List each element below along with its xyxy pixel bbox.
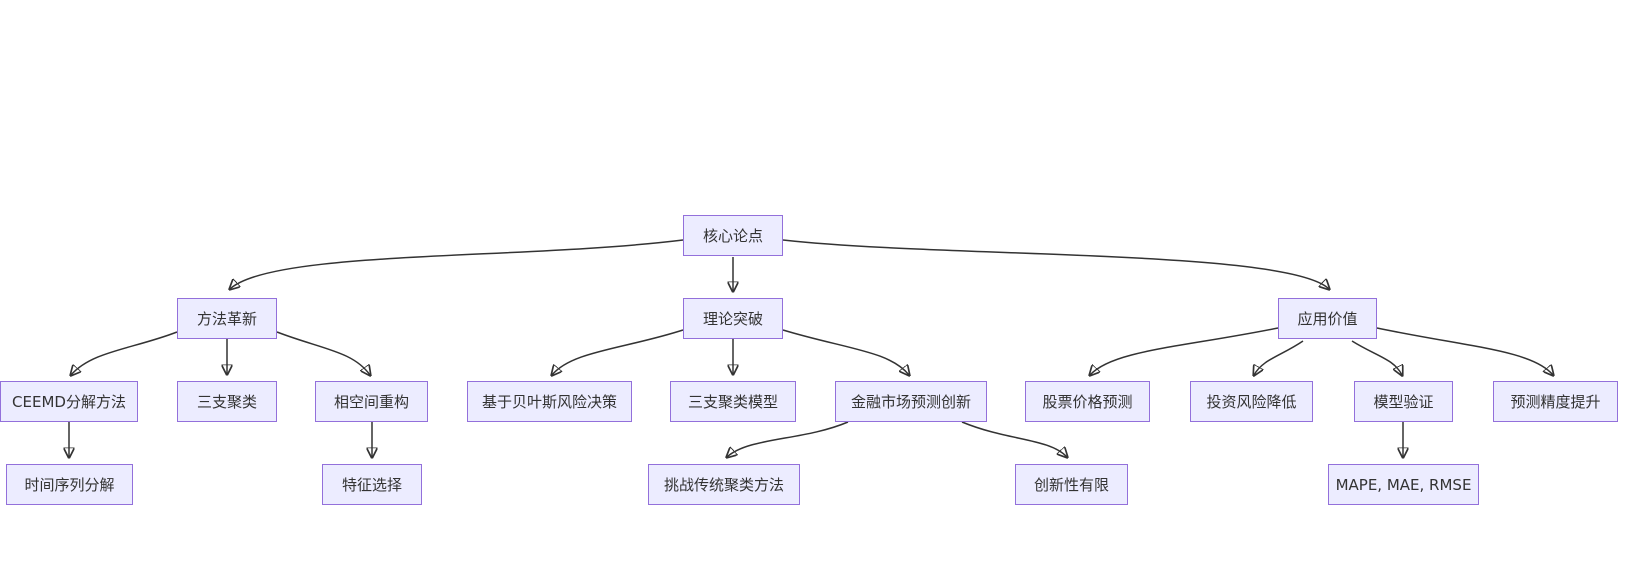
edge-application-value-to-forecast-precision-improvement xyxy=(1376,327,1553,375)
node-three-way-clustering: 三支聚类 xyxy=(177,381,277,422)
node-theory-breakthrough: 理论突破 xyxy=(683,298,783,339)
edge-financial-market-forecast-innovation-to-challenge-traditional-clustering xyxy=(727,421,849,457)
node-method-innovation: 方法革新 xyxy=(177,298,277,339)
edge-theory-breakthrough-to-bayesian-risk-decision xyxy=(552,329,684,375)
node-investment-risk-reduction: 投资风险降低 xyxy=(1190,381,1313,422)
node-challenge-traditional-clustering: 挑战传统聚类方法 xyxy=(648,464,800,505)
edge-core-thesis-to-method-innovation xyxy=(230,239,684,289)
node-time-series-decomposition: 时间序列分解 xyxy=(6,464,133,505)
node-financial-market-forecast-innovation: 金融市场预测创新 xyxy=(835,381,987,422)
edge-method-innovation-to-ceemd-decomposition xyxy=(71,331,178,375)
node-phase-space-reconstruction: 相空间重构 xyxy=(315,381,428,422)
edge-theory-breakthrough-to-financial-market-forecast-innovation xyxy=(782,329,909,375)
node-forecast-precision-improvement: 预测精度提升 xyxy=(1493,381,1618,422)
node-application-value: 应用价值 xyxy=(1278,298,1377,339)
node-metrics: MAPE, MAE, RMSE xyxy=(1328,464,1479,505)
edge-application-value-to-investment-risk-reduction xyxy=(1254,340,1304,375)
node-limited-innovation: 创新性有限 xyxy=(1015,464,1128,505)
node-model-validation: 模型验证 xyxy=(1354,381,1453,422)
node-stock-price-prediction: 股票价格预测 xyxy=(1025,381,1150,422)
edge-application-value-to-stock-price-prediction xyxy=(1090,327,1279,375)
edge-application-value-to-model-validation xyxy=(1351,340,1402,375)
node-bayesian-risk-decision: 基于贝叶斯风险决策 xyxy=(467,381,632,422)
node-ceemd-decomposition: CEEMD分解方法 xyxy=(0,381,138,422)
node-feature-selection: 特征选择 xyxy=(322,464,422,505)
edge-financial-market-forecast-innovation-to-limited-innovation xyxy=(961,421,1067,457)
edge-core-thesis-to-application-value xyxy=(782,239,1329,289)
node-three-way-clustering-model: 三支聚类模型 xyxy=(670,381,796,422)
edge-method-innovation-to-phase-space-reconstruction xyxy=(276,331,370,375)
node-core-thesis: 核心论点 xyxy=(683,215,783,256)
